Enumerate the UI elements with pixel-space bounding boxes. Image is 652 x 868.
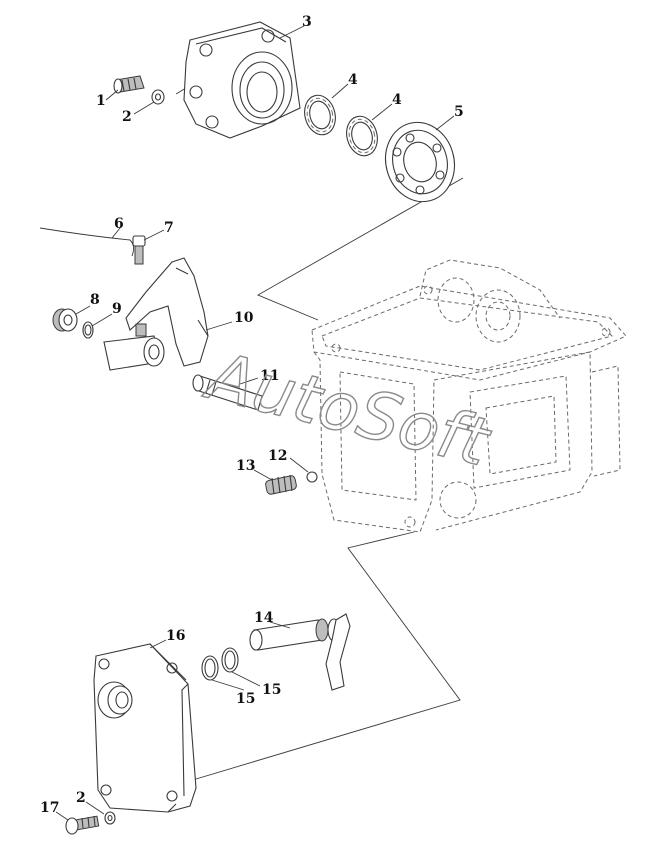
callout-1: 1: [96, 93, 106, 109]
callout-14: 14: [254, 610, 274, 626]
gearbox-housing: [311, 259, 627, 533]
detent-ball: [306, 471, 318, 483]
bearing-ring-1: [304, 94, 336, 136]
callout-5: 5: [454, 104, 464, 120]
detent-spring: [265, 474, 297, 495]
callout-7: 7: [164, 220, 174, 236]
callout-4-a: 4: [348, 72, 358, 88]
callout-11: 11: [260, 368, 279, 384]
bearing-cover-flange: [183, 21, 301, 139]
callout-9: 9: [112, 301, 122, 317]
callout-6: 6: [114, 216, 124, 232]
ball-bearing: [385, 121, 455, 203]
callout-15-b: 15: [262, 682, 281, 698]
callout-10: 10: [234, 310, 254, 326]
bolt-bottom: [65, 815, 100, 835]
shift-fork: [103, 257, 209, 371]
shift-shaft-lever: [249, 613, 351, 691]
callout-3: 3: [302, 14, 312, 30]
callout-16: 16: [166, 628, 185, 644]
o-ring-small: [82, 321, 94, 339]
callout-2-bottom: 2: [76, 790, 86, 806]
locking-wire: [39, 227, 135, 257]
washer-top: [151, 89, 165, 105]
side-cover: [93, 643, 197, 813]
shift-rod: [192, 374, 263, 411]
o-ring-a: [201, 655, 219, 681]
washer-bottom: [104, 811, 116, 825]
callout-leaders: [55, 25, 455, 821]
bolt-top: [113, 75, 145, 94]
callout-15-a: 15: [236, 691, 255, 707]
o-ring-b: [221, 647, 239, 673]
callout-labels: 1 2 3 4 4 5 6 7 8 9 10 11 12 13 14 15 15…: [40, 14, 464, 816]
callout-8: 8: [90, 292, 100, 308]
callout-12: 12: [268, 448, 287, 464]
plug: [52, 308, 78, 332]
callout-17: 17: [40, 800, 59, 816]
callout-4-b: 4: [392, 92, 402, 108]
callout-2-top: 2: [122, 109, 132, 125]
lock-screw: [132, 235, 146, 265]
callout-13: 13: [236, 458, 255, 474]
bearing-ring-2: [346, 115, 378, 157]
